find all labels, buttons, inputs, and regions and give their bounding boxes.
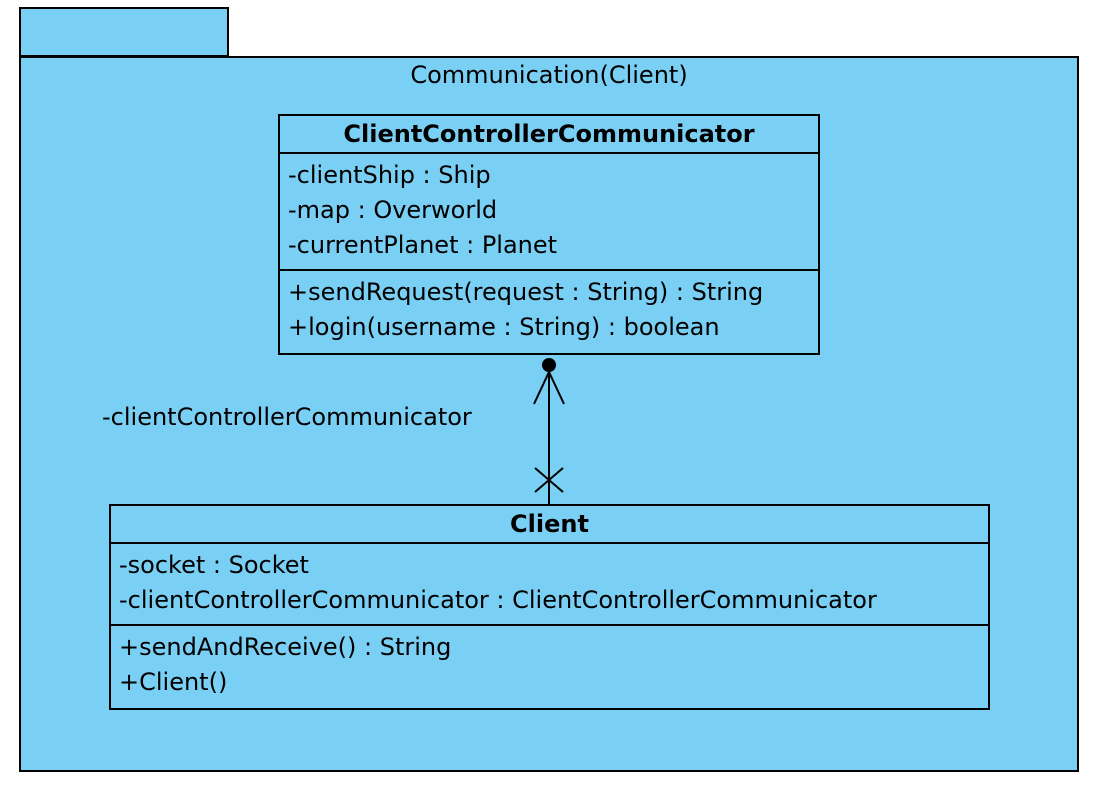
attributes-section: -clientShip : Ship -map : Overworld -cur… — [280, 154, 818, 269]
attribute: -socket : Socket — [119, 551, 309, 579]
class-client[interactable]: Client -socket : Socket -clientControlle… — [109, 504, 990, 710]
attributes-section: -socket : Socket -clientControllerCommun… — [111, 544, 988, 624]
operations-section: +sendRequest(request : String) : String … — [280, 269, 818, 351]
package-name: Communication(Client) — [410, 61, 688, 89]
class-name: Client — [111, 506, 988, 544]
package-tab — [19, 7, 229, 57]
attribute: -map : Overworld — [288, 196, 498, 224]
operation: +sendAndReceive() : String — [119, 633, 452, 661]
operation: +sendRequest(request : String) : String — [288, 278, 764, 306]
operations-section: +sendAndReceive() : String +Client() — [111, 624, 988, 706]
attribute: -currentPlanet : Planet — [288, 231, 558, 259]
class-name: ClientControllerCommunicator — [280, 116, 818, 154]
attribute: -clientShip : Ship — [288, 161, 491, 189]
operation: +Client() — [119, 668, 228, 696]
attribute: -clientControllerCommunicator : ClientCo… — [119, 586, 877, 614]
operation: +login(username : String) : boolean — [288, 313, 720, 341]
class-client-controller-communicator[interactable]: ClientControllerCommunicator -clientShip… — [278, 114, 820, 355]
association-role-label: -clientControllerCommunicator — [102, 403, 472, 431]
